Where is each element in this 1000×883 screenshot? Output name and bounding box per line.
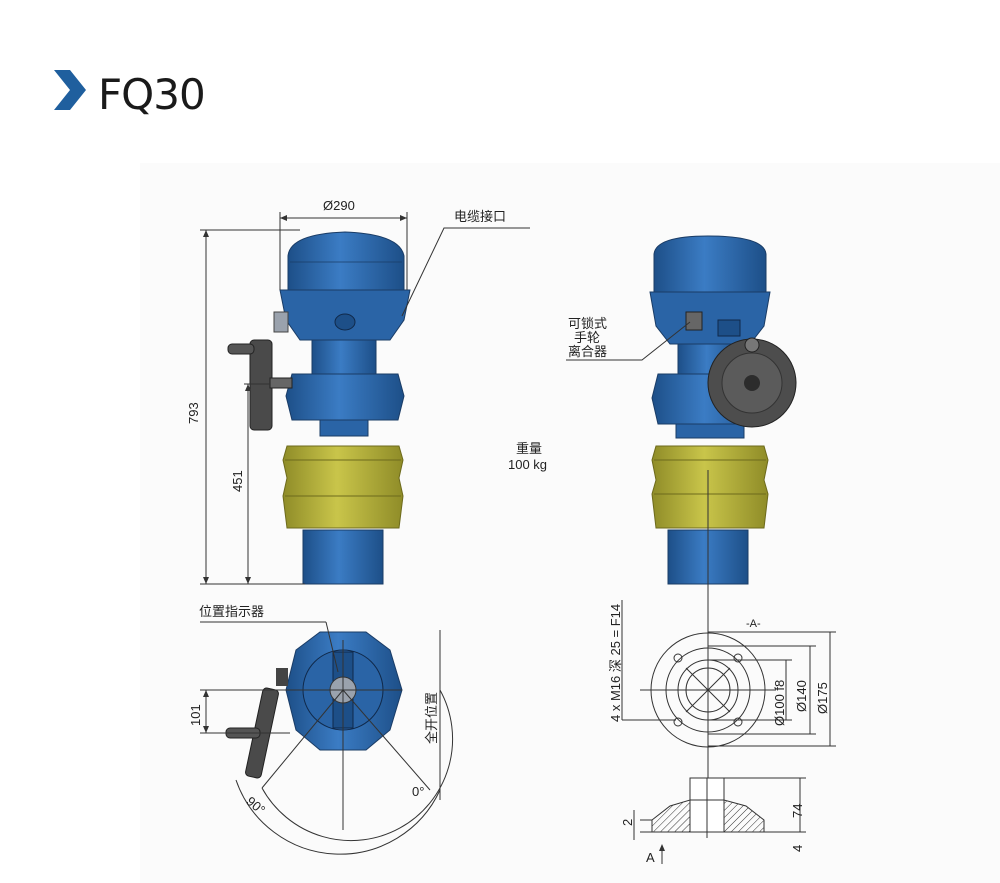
flange-bolts-label: 4 x M16 深 25 = F14 bbox=[608, 603, 623, 722]
angle-0: 0° bbox=[412, 784, 425, 799]
view-a-arrow-label: A bbox=[646, 850, 655, 865]
chevron-right-icon bbox=[54, 70, 86, 110]
dim-d100: Ø100 f8 bbox=[772, 679, 787, 726]
flange-view bbox=[621, 600, 836, 750]
dim-d175: Ø175 bbox=[815, 682, 830, 714]
dim-height-total: 793 bbox=[186, 402, 201, 424]
cable-entry-label: 电缆接口 bbox=[454, 209, 507, 224]
front-arrows bbox=[203, 215, 407, 584]
top-view-dimensions bbox=[200, 621, 454, 855]
coupling-section bbox=[633, 777, 806, 864]
position-indicator-label: 位置指示器 bbox=[199, 604, 265, 619]
page-title: FQ30 bbox=[98, 70, 206, 119]
dim-height-lower: 451 bbox=[230, 470, 245, 492]
top-arrows bbox=[203, 690, 209, 733]
front-view-dimensions bbox=[200, 212, 530, 585]
dim-h2: 2 bbox=[620, 818, 635, 826]
full-open-position-label: 全开位置 bbox=[424, 691, 439, 744]
dim-d140: Ø140 bbox=[794, 680, 809, 712]
dim-h4: 4 bbox=[790, 844, 805, 852]
front-view bbox=[227, 231, 411, 585]
side-view bbox=[566, 235, 797, 780]
dim-h74: 74 bbox=[790, 803, 805, 818]
weight-label: 重量 bbox=[516, 441, 543, 456]
top-view bbox=[225, 631, 403, 779]
clutch-label-3: 离合器 bbox=[568, 344, 608, 359]
dim-offset-101: 101 bbox=[188, 704, 203, 726]
dim-diameter-top: Ø290 bbox=[323, 198, 355, 213]
view-a-mark: -A- bbox=[746, 618, 761, 630]
weight-value: 100 kg bbox=[508, 457, 548, 472]
drawing-panel bbox=[140, 163, 1000, 883]
clutch-label-1: 可锁式 bbox=[568, 316, 608, 331]
clutch-label-2: 手轮 bbox=[574, 330, 601, 345]
